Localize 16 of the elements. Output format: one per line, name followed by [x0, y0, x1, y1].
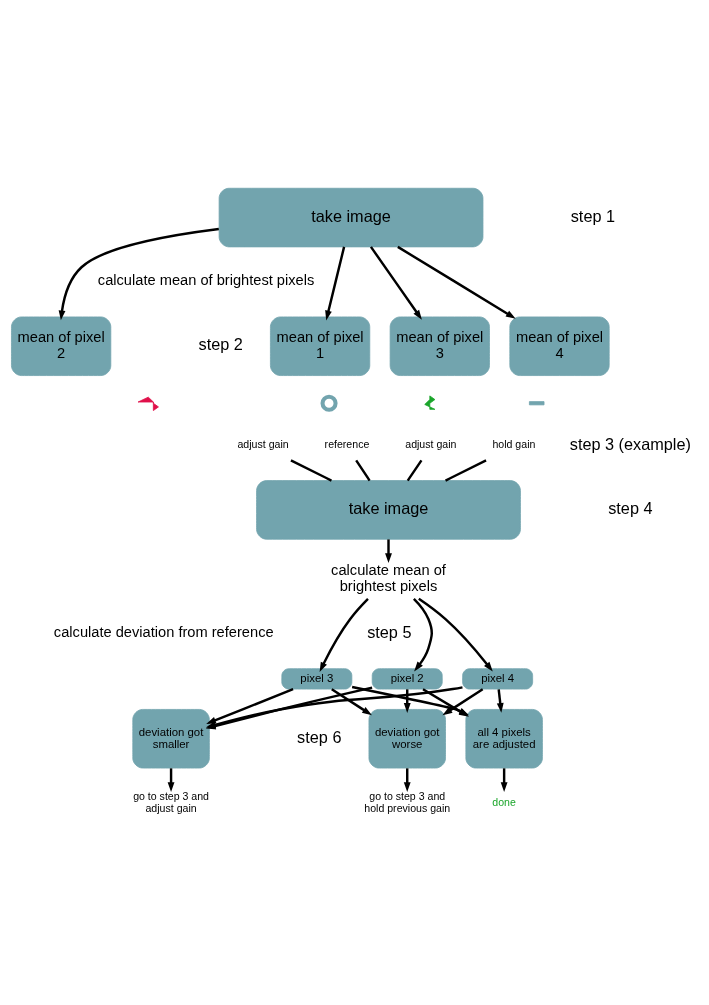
node-text: go to step 3 and hold previous gain	[364, 789, 451, 814]
node-text: hold gain	[492, 437, 536, 450]
label: step 1	[570, 206, 616, 225]
label: calculate mean of brightest pixels	[97, 271, 315, 288]
node-text: go to step 3 and adjust gain	[133, 789, 210, 814]
node-text: done	[492, 795, 516, 808]
label: step 3 (example)	[569, 434, 691, 453]
label: step 4	[608, 498, 653, 517]
node-text: adjust gain	[405, 437, 457, 450]
label: calculate deviation from reference	[53, 623, 274, 640]
node-text: calculate mean of brightest pixels	[331, 561, 446, 594]
node-text: reference	[324, 437, 370, 450]
label: step 6	[297, 727, 342, 746]
node-text: adjust gain	[237, 437, 289, 450]
label: step 5	[367, 622, 412, 641]
label: step 2	[198, 334, 243, 353]
